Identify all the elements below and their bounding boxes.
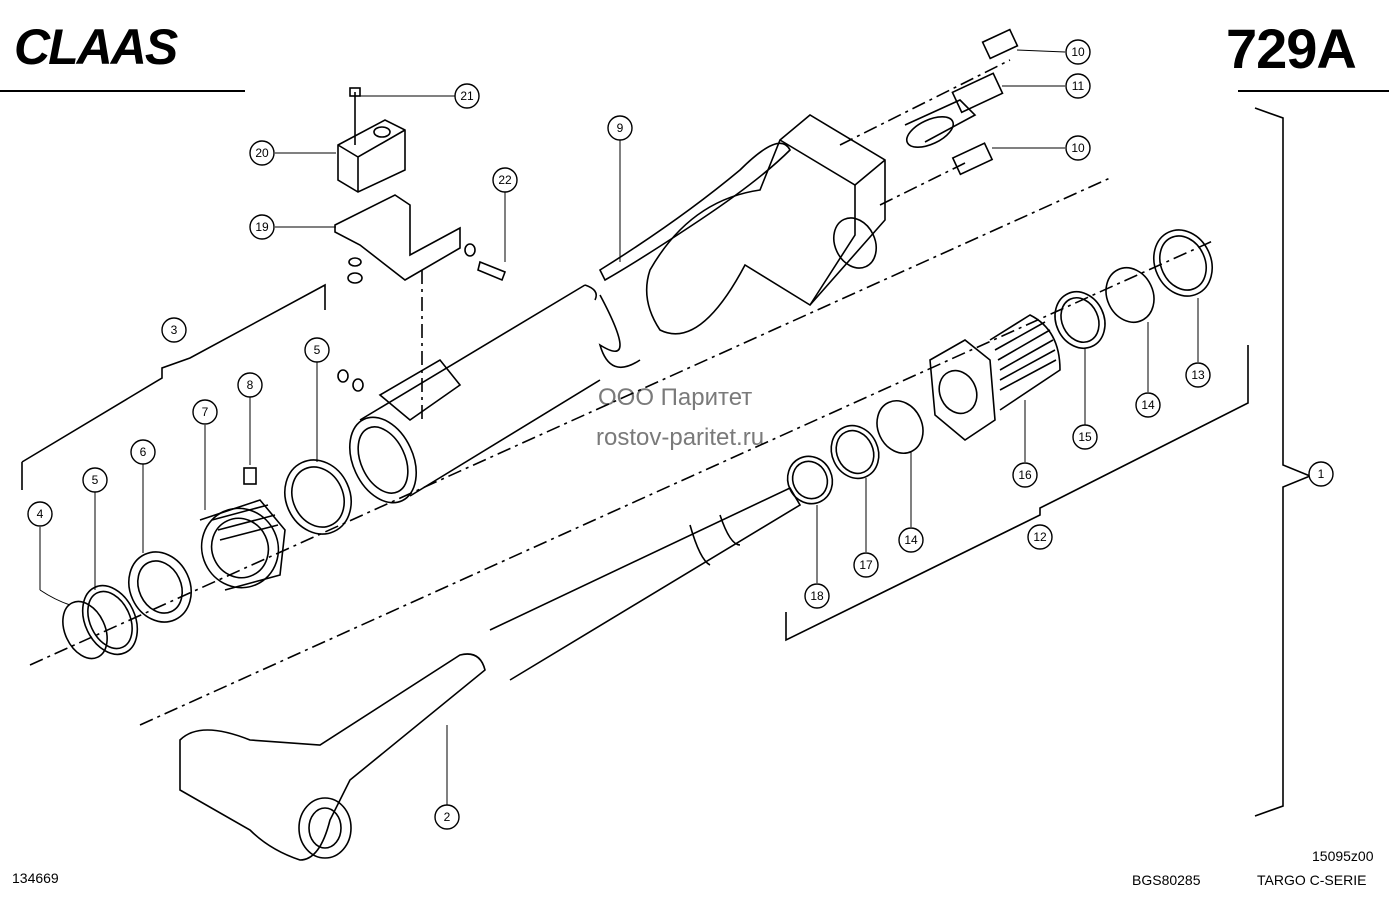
callout-number: 14 bbox=[904, 533, 918, 547]
gland-nut bbox=[929, 314, 1061, 441]
callout-number: 4 bbox=[37, 507, 44, 521]
callout-number: 3 bbox=[171, 323, 178, 337]
drawing-id: 134669 bbox=[12, 870, 59, 886]
callout-circle bbox=[1065, 73, 1091, 99]
callout-circle bbox=[853, 552, 879, 578]
callout-circle bbox=[130, 439, 156, 465]
callout-number: 17 bbox=[859, 558, 873, 572]
callout-number: 14 bbox=[1141, 398, 1155, 412]
callout-number: 16 bbox=[1018, 468, 1032, 482]
callout-circle bbox=[192, 399, 218, 425]
callout-number: 6 bbox=[140, 445, 147, 459]
callout-circle bbox=[249, 140, 275, 166]
fittings bbox=[951, 28, 1019, 176]
callout-circle bbox=[1308, 461, 1334, 487]
header-rule-right bbox=[1238, 90, 1389, 92]
callout-number: 5 bbox=[314, 343, 321, 357]
callout-number: 7 bbox=[202, 405, 209, 419]
watermark-website: rostov-paritet.ru bbox=[596, 424, 765, 451]
leader-lines bbox=[39, 49, 1199, 805]
callout-number: 15 bbox=[1078, 430, 1092, 444]
bracket-3 bbox=[21, 283, 326, 490]
valve-block bbox=[598, 99, 977, 335]
callout-number: 5 bbox=[92, 473, 99, 487]
set-screw bbox=[243, 467, 257, 485]
sheet-number: 729A bbox=[1226, 17, 1357, 80]
mounting-bracket bbox=[334, 87, 507, 422]
callout-number: 10 bbox=[1071, 141, 1085, 155]
callout-circle bbox=[434, 804, 460, 830]
brand-wordmark: CLAAS bbox=[14, 22, 178, 72]
callout-circle bbox=[1027, 524, 1053, 550]
piston bbox=[199, 467, 286, 591]
callout-circle bbox=[1185, 362, 1211, 388]
callout-circle bbox=[27, 501, 53, 527]
callout-number: 20 bbox=[255, 146, 269, 160]
callout-circle bbox=[607, 115, 633, 141]
callout-number: 19 bbox=[255, 220, 269, 234]
code-center: BGS80285 bbox=[1132, 872, 1201, 888]
assembly-centerlines bbox=[29, 59, 1216, 726]
callout-circle bbox=[1065, 39, 1091, 65]
callout-circle bbox=[1135, 392, 1161, 418]
callout-circle bbox=[1072, 424, 1098, 450]
callout-number: 2 bbox=[444, 810, 451, 824]
callout-circle bbox=[1012, 462, 1038, 488]
piston-rod bbox=[179, 486, 802, 861]
seal-rings bbox=[62, 229, 1213, 660]
callout-circle bbox=[161, 317, 187, 343]
callout-circle bbox=[82, 467, 108, 493]
callout-circle bbox=[1065, 135, 1091, 161]
series-label: TARGO C-SERIE bbox=[1257, 872, 1367, 888]
callout-circle bbox=[304, 337, 330, 363]
callout-circle bbox=[454, 83, 480, 109]
callout-number: 10 bbox=[1071, 45, 1085, 59]
header-rule-left bbox=[0, 90, 245, 92]
callout-number: 18 bbox=[810, 589, 824, 603]
callout-circle bbox=[249, 214, 275, 240]
code-right-top: 15095z00 bbox=[1312, 848, 1374, 864]
callout-number: 21 bbox=[460, 89, 474, 103]
callout-circle bbox=[237, 372, 263, 398]
bracket-12 bbox=[785, 345, 1249, 642]
callout-number: 12 bbox=[1033, 530, 1047, 544]
claas-logo: CLAAS bbox=[14, 22, 180, 72]
callout-number: 8 bbox=[247, 378, 254, 392]
callout-number: 13 bbox=[1191, 368, 1205, 382]
callout-circle bbox=[492, 167, 518, 193]
callout-number: 11 bbox=[1072, 79, 1085, 93]
cylinder-tube bbox=[349, 284, 641, 504]
callout-circle bbox=[804, 583, 830, 609]
callout-number: 22 bbox=[498, 173, 512, 187]
bracket-1 bbox=[1254, 107, 1313, 817]
callout-number: 9 bbox=[617, 121, 624, 135]
callout-number: 1 bbox=[1318, 467, 1325, 481]
callout-circle bbox=[898, 527, 924, 553]
